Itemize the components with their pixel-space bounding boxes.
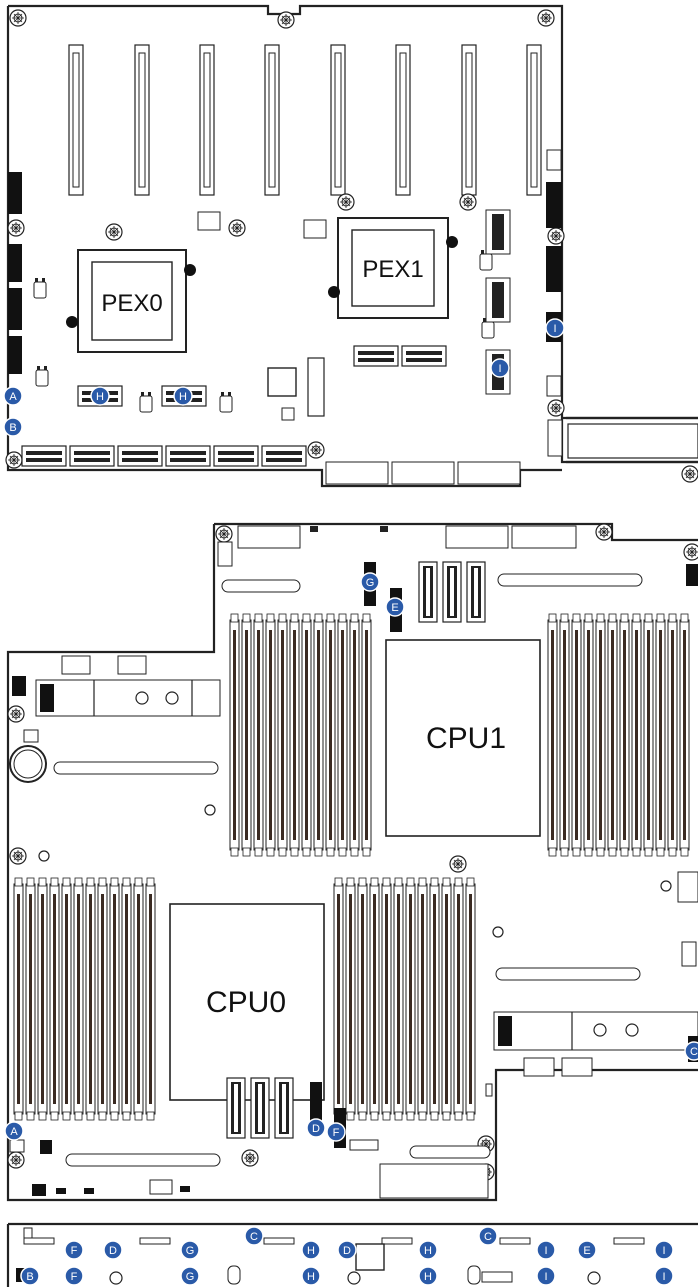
- callout-marker-b: B: [3, 417, 23, 437]
- callout-marker-g: G: [180, 1266, 200, 1286]
- callout-marker-f: F: [64, 1266, 84, 1286]
- pex0-label: PEX0: [101, 290, 162, 317]
- callout-marker-h: H: [301, 1240, 321, 1260]
- callout-marker-d: D: [337, 1240, 357, 1260]
- cpu-board: CPU1 CPU0: [6, 522, 698, 1202]
- callout-marker-letter: I: [662, 1245, 665, 1257]
- callout-marker-letter: H: [307, 1245, 315, 1257]
- callout-marker-e: E: [577, 1240, 597, 1260]
- callout-marker-h: H: [418, 1240, 438, 1260]
- callout-marker-i: I: [545, 318, 565, 338]
- callout-marker-letter: H: [424, 1245, 432, 1257]
- callout-marker-h: H: [90, 386, 110, 406]
- callout-marker-letter: G: [186, 1271, 195, 1283]
- callout-marker-letter: A: [10, 1126, 18, 1138]
- callout-marker-b: B: [20, 1266, 40, 1286]
- callout-marker-letter: B: [26, 1271, 33, 1283]
- callout-marker-letter: H: [96, 391, 104, 403]
- callout-markers: A B H H I I G E C D F A F D G C H D H C I E I B F G H H I I: [3, 318, 698, 1286]
- callout-marker-h: H: [173, 386, 193, 406]
- callout-marker-letter: G: [186, 1245, 195, 1257]
- callout-marker-a: A: [4, 1121, 24, 1141]
- callout-marker-letter: C: [690, 1046, 698, 1058]
- callout-marker-letter: I: [544, 1245, 547, 1257]
- callout-marker-c: C: [244, 1226, 264, 1246]
- cpu0-label: CPU0: [206, 986, 286, 1019]
- callout-marker-i: I: [536, 1240, 556, 1260]
- callout-marker-letter: D: [109, 1245, 117, 1257]
- callout-marker-letter: B: [9, 422, 16, 434]
- callout-marker-h: H: [418, 1266, 438, 1286]
- callout-marker-letter: F: [333, 1127, 340, 1139]
- callout-marker-d: D: [306, 1118, 326, 1138]
- callout-marker-letter: I: [498, 363, 501, 375]
- callout-marker-i: I: [654, 1266, 674, 1286]
- callout-marker-d: D: [103, 1240, 123, 1260]
- callout-marker-c: C: [478, 1226, 498, 1246]
- callout-marker-letter: H: [307, 1271, 315, 1283]
- pex1-label: PEX1: [362, 256, 423, 283]
- callout-marker-letter: E: [391, 602, 398, 614]
- callout-marker-e: E: [385, 597, 405, 617]
- callout-marker-letter: F: [71, 1271, 78, 1283]
- callout-marker-letter: I: [544, 1271, 547, 1283]
- cpu1-label: CPU1: [426, 722, 506, 755]
- callout-marker-letter: I: [553, 323, 556, 335]
- callout-marker-c: C: [684, 1041, 698, 1061]
- callout-marker-letter: C: [250, 1231, 258, 1243]
- callout-marker-i: I: [490, 358, 510, 378]
- callout-marker-letter: C: [484, 1231, 492, 1243]
- callout-marker-a: A: [3, 386, 23, 406]
- callout-marker-letter: D: [343, 1245, 351, 1257]
- backplane-board: [6, 1222, 698, 1287]
- callout-marker-g: G: [180, 1240, 200, 1260]
- callout-marker-h: H: [301, 1266, 321, 1286]
- callout-marker-i: I: [654, 1240, 674, 1260]
- callout-marker-f: F: [326, 1122, 346, 1142]
- pex-board: PEX0 PEX1: [5, 4, 698, 488]
- callout-marker-g: G: [360, 572, 380, 592]
- callout-marker-i: I: [536, 1266, 556, 1286]
- callout-marker-letter: H: [179, 391, 187, 403]
- callout-marker-letter: H: [424, 1271, 432, 1283]
- callout-marker-letter: F: [71, 1245, 78, 1257]
- callout-marker-letter: E: [583, 1245, 590, 1257]
- callout-marker-f: F: [64, 1240, 84, 1260]
- callout-marker-letter: D: [312, 1123, 320, 1135]
- callout-marker-letter: G: [366, 577, 375, 589]
- callout-marker-letter: I: [662, 1271, 665, 1283]
- callout-marker-letter: A: [9, 391, 17, 403]
